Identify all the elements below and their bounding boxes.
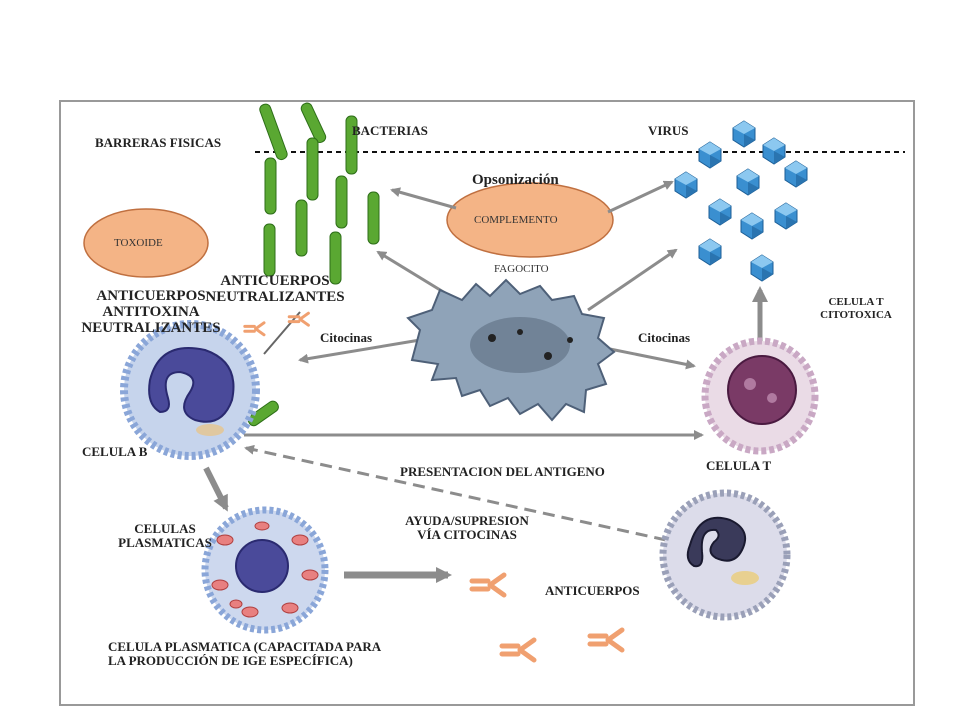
arrows — [203, 180, 768, 583]
plasma-cells-line2: PLASMATICAS — [118, 535, 212, 550]
antitoxin-antibodies-line3: NEUTRALIZANTES — [81, 320, 221, 336]
antigen-presentation-label: PRESENTACION DEL ANTIGENO — [400, 464, 605, 479]
bacteria-group — [247, 102, 380, 427]
b-cell-label: CELULA B — [82, 444, 148, 459]
diagram-frame — [59, 100, 915, 706]
plasma-cells-label: CELULAS PLASMATICAS — [110, 522, 220, 550]
cytotoxic-t-cell-line1: CELULA T — [828, 296, 884, 308]
t-cell — [659, 489, 791, 621]
cytotoxic-t-cell-label: CELULA T CITOTOXICA — [806, 296, 906, 322]
plasma-cell-caption: CELULA PLASMATICA (CAPACITADA PARA LA PR… — [108, 640, 381, 668]
antitoxin-antibodies-line1: ANTICUERPOS — [96, 288, 206, 304]
antibodies-label: ANTICUERPOS — [545, 583, 640, 598]
t-cell-label: CELULA T — [706, 458, 772, 473]
cytotoxic-t-cell — [701, 337, 819, 455]
opsonization-label: Opsonización — [472, 172, 559, 188]
toxoid-oval — [83, 208, 209, 278]
b-cell — [120, 320, 260, 460]
plasma-cell-caption-line1: CELULA PLASMATICA (CAPACITADA PARA — [108, 639, 382, 654]
phagocyte-cell — [406, 278, 616, 422]
cytokines-left-label: Citocinas — [320, 330, 372, 345]
help-suppression-label: AYUDA/SUPRESION VÍA CITOCINAS — [384, 514, 550, 542]
cytokines-right-label: Citocinas — [638, 330, 690, 345]
neutralizing-antibodies-label: ANTICUERPOS NEUTRALIZANTES — [200, 273, 350, 305]
neutralizing-antibodies-line1: ANTICUERPOS — [220, 273, 330, 289]
neutralizing-antibodies-line2: NEUTRALIZANTES — [205, 289, 345, 305]
help-suppression-line2: VÍA CITOCINAS — [417, 527, 517, 542]
help-suppression-line1: AYUDA/SUPRESION — [405, 513, 529, 528]
antitoxin-antibodies-label: ANTICUERPOS ANTITOXINA NEUTRALIZANTES — [68, 288, 234, 336]
cytotoxic-t-cell-line2: CITOTOXICA — [820, 309, 892, 321]
plasma-cell — [201, 506, 329, 634]
toxoid-label: TOXOIDE — [114, 237, 163, 249]
plasma-cell-caption-line2: LA PRODUCCIÓN DE IGE ESPECÍFICA) — [108, 653, 353, 668]
bacteria-label: BACTERIAS — [352, 123, 428, 138]
complement-label: COMPLEMENTO — [474, 214, 558, 226]
plasma-cells-line1: CELULAS — [134, 521, 196, 536]
virus-group — [674, 120, 808, 282]
virus-label: VIRUS — [648, 123, 689, 138]
antitoxin-antibodies-line2: ANTITOXINA — [102, 304, 200, 320]
physical-barriers-label: BARRERAS FISICAS — [95, 135, 222, 150]
complement-oval — [446, 182, 614, 258]
phagocyte-label: FAGOCITO — [494, 263, 549, 275]
